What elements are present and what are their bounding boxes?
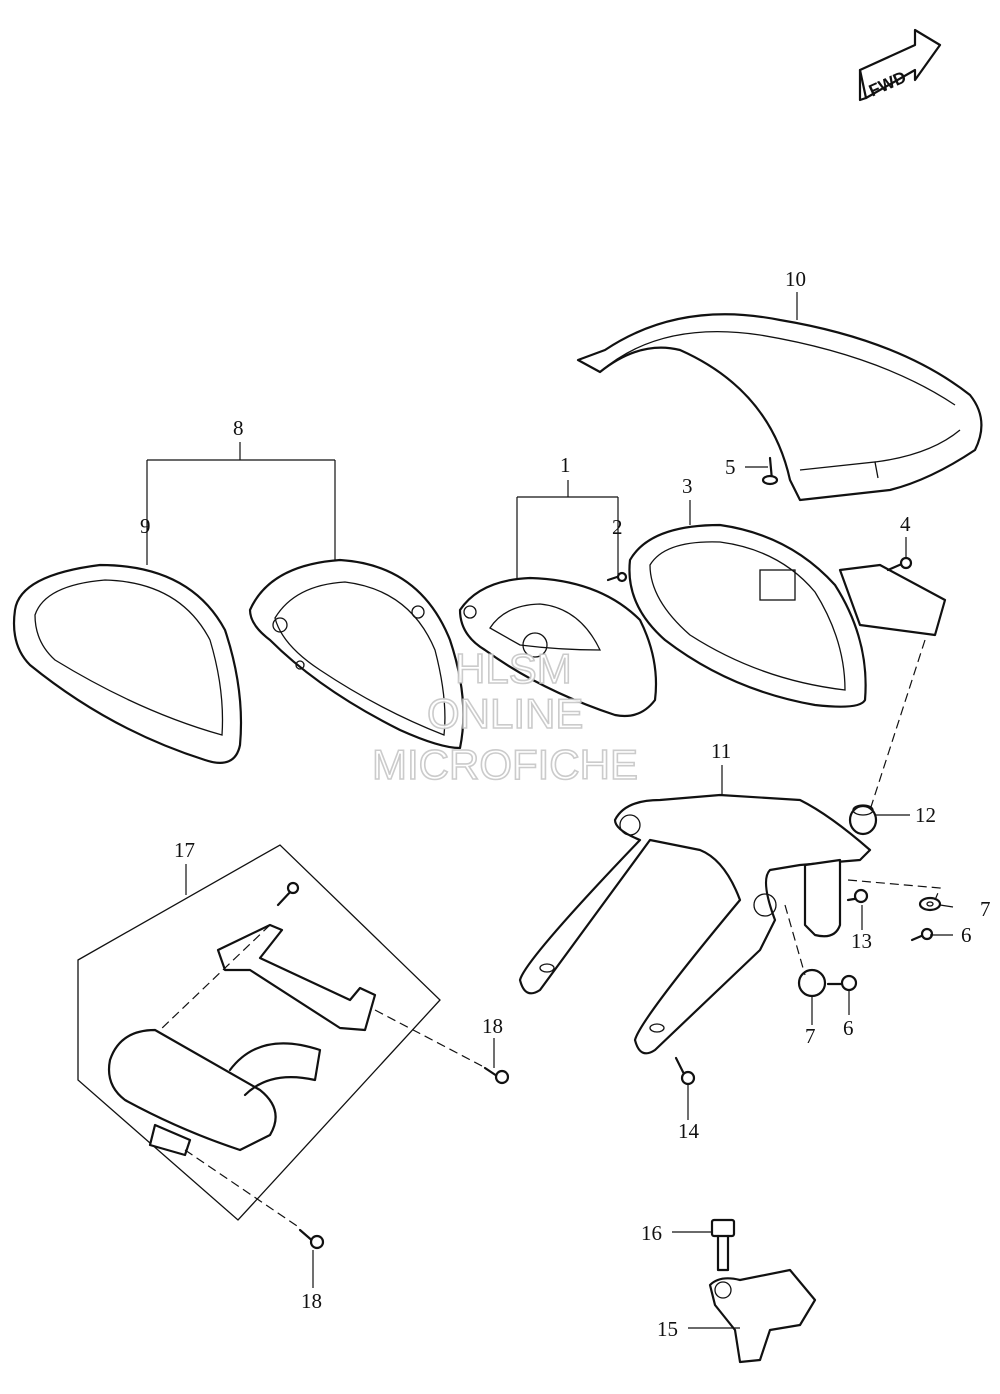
meter-cover-part-10: [576, 313, 983, 502]
rear-light-assembly-part-17: [77, 844, 510, 1250]
watermark-line-3: MICROFICHE: [372, 741, 638, 788]
screw-part-6-upper: [910, 927, 934, 942]
meter-visor-part-9: [12, 563, 243, 764]
bolt-part-13: [846, 888, 869, 904]
watermark-line-2: ONLINE: [427, 690, 583, 737]
washer-part-7-upper: [918, 896, 942, 912]
watermark-line-1: HLSM: [455, 645, 572, 692]
callout-labels: 1 2 3 4 5 6 6 7 7 8 9 10 11 12 13 14 15 …: [140, 267, 991, 1341]
bolt-part-16: [710, 1218, 736, 1272]
callout-2: 2: [612, 515, 623, 539]
callout-6-lower: 6: [843, 1016, 854, 1040]
callout-17: 17: [174, 838, 195, 862]
callout-14: 14: [678, 1119, 700, 1143]
callout-18-bottom: 18: [301, 1289, 322, 1313]
meter-case-rear-part-3: [628, 523, 947, 708]
screw-part-4: [886, 556, 913, 572]
callout-16: 16: [641, 1221, 662, 1245]
meter-bracket-part-11: [518, 793, 872, 1055]
leader-lines: [146, 292, 954, 1329]
callout-8: 8: [233, 416, 244, 440]
fwd-direction-badge: FWD: [858, 28, 942, 102]
screw-part-5: [761, 456, 779, 486]
screw-part-2: [606, 571, 628, 583]
callout-9: 9: [140, 514, 151, 538]
callout-18-right: 18: [482, 1014, 503, 1038]
callout-1: 1: [560, 453, 571, 477]
screw-part-14: [674, 1056, 696, 1086]
screw-part-18-right: [483, 1066, 510, 1085]
callout-15: 15: [657, 1317, 678, 1341]
grommet-part-12: [848, 804, 878, 836]
callout-13: 13: [851, 929, 872, 953]
watermark: HLSM ONLINE MICROFICHE: [371, 644, 639, 789]
speed-sensor-part-15: [708, 1268, 817, 1364]
callout-6-right: 6: [961, 923, 972, 947]
callout-3: 3: [682, 474, 693, 498]
bolt-part-6-lower: [826, 974, 858, 992]
callout-4: 4: [900, 512, 911, 536]
callout-5: 5: [725, 455, 736, 479]
callout-7-lower: 7: [805, 1024, 816, 1048]
instrument-cluster-part-1: [458, 576, 658, 718]
callout-7-right: 7: [980, 897, 991, 921]
washer-part-7-lower: [797, 968, 827, 998]
installation-lines: [159, 639, 941, 1229]
screw-part-18-bottom: [298, 1228, 325, 1250]
callout-10: 10: [785, 267, 806, 291]
screw-part-18-upper: [276, 881, 300, 907]
meter-case-part-8: [248, 558, 465, 750]
callout-11: 11: [711, 739, 731, 763]
callout-12: 12: [915, 803, 936, 827]
